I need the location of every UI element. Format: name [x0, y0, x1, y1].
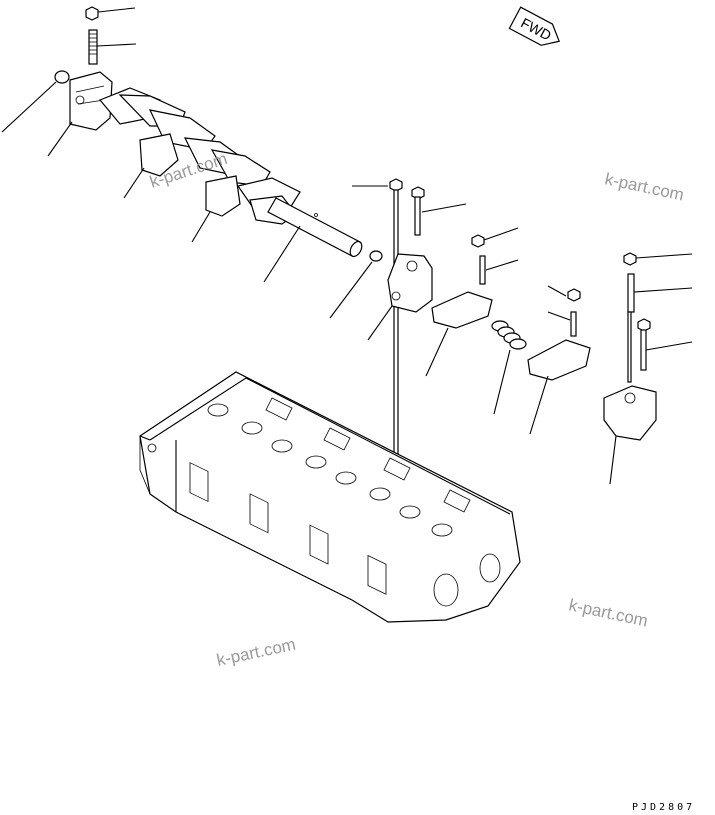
right-bracket-group: [603, 252, 693, 485]
rocker-bracket-part: [387, 253, 433, 313]
center-bracket-group: [352, 178, 591, 491]
rocker-bracket-part: [603, 385, 657, 441]
rocker-shaft-assembly: [1, 6, 383, 319]
plug-part: [54, 70, 70, 84]
rocker-arm-part: [527, 339, 591, 381]
drawing-code: PJD2807: [632, 802, 695, 813]
rocker-arm-part: [431, 291, 493, 329]
stud-part: [88, 29, 98, 65]
watermark-text: k-part.com: [603, 169, 685, 204]
watermark-text: k-part.com: [215, 635, 297, 670]
nut-part: [85, 6, 99, 21]
rocker-bracket-part: [139, 133, 179, 177]
spring-part: [491, 320, 527, 350]
rocker-shaft-part: [267, 197, 361, 257]
watermark-text: k-part.com: [567, 595, 649, 630]
cylinder-head-part: [139, 371, 521, 623]
rocker-bracket-part: [205, 175, 241, 217]
fwd-arrow: FWD: [508, 6, 561, 46]
